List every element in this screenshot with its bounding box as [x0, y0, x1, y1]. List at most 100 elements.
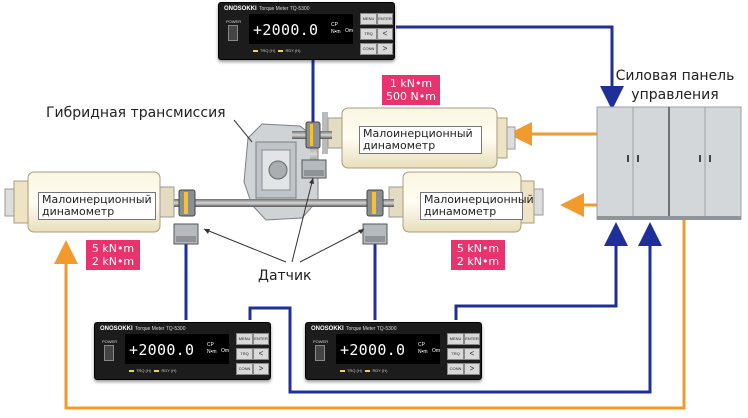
torque-badge-left-line1: 5 kN•m — [91, 242, 135, 255]
hybrid-transmission — [243, 123, 319, 221]
sensor-left — [173, 223, 199, 245]
torque-badge-top: 1 kN•m 500 N•m — [382, 75, 440, 105]
meter-power-switch[interactable] — [315, 345, 325, 361]
meter-menu-button[interactable]: MENU — [360, 13, 377, 25]
dynamometer-right-label: Малоинерционный динамометр — [420, 192, 534, 220]
dynamometer-right-line1: Малоинерционный — [424, 193, 534, 206]
signal-line-right-meter — [373, 222, 628, 320]
meter-right-button[interactable]: > — [253, 363, 269, 375]
meter-power-label: POWER — [226, 19, 242, 24]
meter-unit-extra: Om — [345, 28, 354, 34]
meter-led-2-label: RDY (H) — [372, 368, 388, 373]
meter-left-button[interactable]: < — [253, 348, 269, 360]
meter-unit-bottom: N•m — [207, 349, 217, 355]
sensor-label: Датчик — [258, 268, 312, 284]
meter-right-button[interactable]: > — [377, 43, 393, 55]
meter-unit-extra: Om — [432, 348, 441, 354]
control-panel-label: Силовая панель управления — [605, 67, 745, 105]
meter-left-button[interactable]: < — [464, 348, 480, 360]
torque-badge-top-line1: 1 kN•m — [389, 77, 433, 90]
meter-led-1-label: TRQ (H) — [347, 368, 363, 373]
meter-brand-logo: ONOSOKKI — [100, 326, 133, 332]
dynamometer-top-line2: динамометр — [363, 139, 436, 152]
meter-unit-top: CP — [331, 22, 338, 28]
dynamometer-top-label: Малоинерционный динамометр — [359, 126, 482, 154]
coupling-left — [178, 189, 196, 217]
meter-enter-button[interactable]: ENTER — [253, 333, 269, 345]
torque-badge-left-line2: 2 kN•m — [91, 255, 135, 268]
meter-led-2 — [278, 49, 284, 52]
meter-unit-top: CP — [418, 342, 425, 348]
dynamometer-left-line1: Малоинерционный — [42, 193, 152, 206]
torque-badge-top-line2: 500 N•m — [386, 90, 436, 103]
torque-badge-right-line2: 2 kN•m — [456, 255, 500, 268]
dynamometer-right-line2: динамометр — [424, 205, 497, 218]
meter-unit-extra: Om — [221, 348, 230, 354]
meter-model-name: Torque Meter TQ-5300 — [346, 326, 397, 332]
torque-badge-right-line1: 5 kN•m — [456, 242, 500, 255]
leader-lines — [203, 119, 365, 263]
meter-trq-zero-button[interactable]: TRQ ZERO — [447, 348, 464, 366]
dynamometer-left-label: Малоинерционный динамометр — [38, 192, 156, 220]
meter-trq-zero-button[interactable]: TRQ ZERO — [360, 28, 377, 46]
meter-led-2 — [365, 369, 371, 372]
meter-brand-logo: ONOSOKKI — [224, 6, 257, 12]
meter-display: +2000.0 CP N•m Om — [249, 14, 353, 44]
meter-power-switch[interactable] — [104, 345, 114, 361]
meter-led-1 — [340, 369, 345, 372]
meter-brand-logo: ONOSOKKI — [311, 326, 344, 332]
meter-led-1 — [129, 369, 134, 372]
meter-reading: +2000.0 — [129, 341, 195, 359]
meter-trq-zero-button[interactable]: TRQ ZERO — [236, 348, 253, 366]
dynamometer-left-line2: динамометр — [42, 205, 115, 218]
torque-badge-right: 5 kN•m 2 kN•m — [451, 240, 505, 270]
meter-unit-bottom: N•m — [418, 349, 428, 355]
meter-enter-button[interactable]: ENTER — [464, 333, 480, 345]
meter-power-label: POWER — [102, 339, 118, 344]
sensor-top — [301, 159, 327, 179]
control-panel-label-line2: управления — [631, 87, 719, 103]
meter-display: +2000.0 CP N•m Om — [336, 334, 440, 364]
coupling-top — [305, 121, 321, 149]
meter-model-name: Torque Meter TQ-5300 — [259, 6, 310, 12]
torque-meter-right: ONOSOKKI Torque Meter TQ-5300 POWER +200… — [305, 322, 482, 380]
torque-badge-left: 5 kN•m 2 kN•m — [86, 240, 140, 270]
control-panel-label-line1: Силовая панель — [615, 68, 735, 84]
meter-conn-button[interactable]: CONN — [236, 363, 253, 375]
meter-enter-button[interactable]: ENTER — [377, 13, 393, 25]
meter-model-name: Torque Meter TQ-5300 — [135, 326, 186, 332]
meter-unit-bottom: N•m — [331, 29, 341, 35]
control-cabinet — [596, 106, 742, 220]
meter-led-1-label: TRQ (H) — [136, 368, 152, 373]
meter-menu-button[interactable]: MENU — [447, 333, 464, 345]
torque-meter-left: ONOSOKKI Torque Meter TQ-5300 POWER +200… — [94, 322, 271, 380]
meter-left-button[interactable]: < — [377, 28, 393, 40]
meter-right-button[interactable]: > — [464, 363, 480, 375]
meter-status-leds: TRQ (H) RDY (H) — [340, 368, 388, 373]
dynamometer-top-line1: Малоинерционный — [363, 127, 473, 140]
signal-line-top-meter — [311, 25, 624, 124]
sensor-right — [362, 223, 388, 245]
meter-unit-top: CP — [207, 342, 214, 348]
meter-status-leds: TRQ (H) RDY (H) — [253, 48, 301, 53]
meter-conn-button[interactable]: CONN — [360, 43, 377, 55]
hybrid-transmission-label: Гибридная трансмиссия — [46, 105, 226, 121]
meter-power-label: POWER — [313, 339, 329, 344]
control-line-left-dyn — [54, 218, 686, 410]
meter-reading: +2000.0 — [340, 341, 406, 359]
meter-reading: +2000.0 — [253, 21, 319, 39]
meter-led-1 — [253, 49, 258, 52]
meter-status-leds: TRQ (H) RDY (H) — [129, 368, 177, 373]
meter-conn-button[interactable]: CONN — [447, 363, 464, 375]
meter-led-2 — [154, 369, 160, 372]
coupling-right — [366, 189, 384, 217]
meter-led-2-label: RDY (H) — [161, 368, 177, 373]
meter-led-1-label: TRQ (H) — [260, 48, 276, 53]
signal-line-left-meter — [184, 222, 662, 394]
meter-menu-button[interactable]: MENU — [236, 333, 253, 345]
torque-meter-top: ONOSOKKI Torque Meter TQ-5300 POWER +200… — [218, 2, 395, 60]
meter-display: +2000.0 CP N•m Om — [125, 334, 229, 364]
meter-power-switch[interactable] — [228, 25, 238, 41]
meter-led-2-label: RDY (H) — [285, 48, 301, 53]
